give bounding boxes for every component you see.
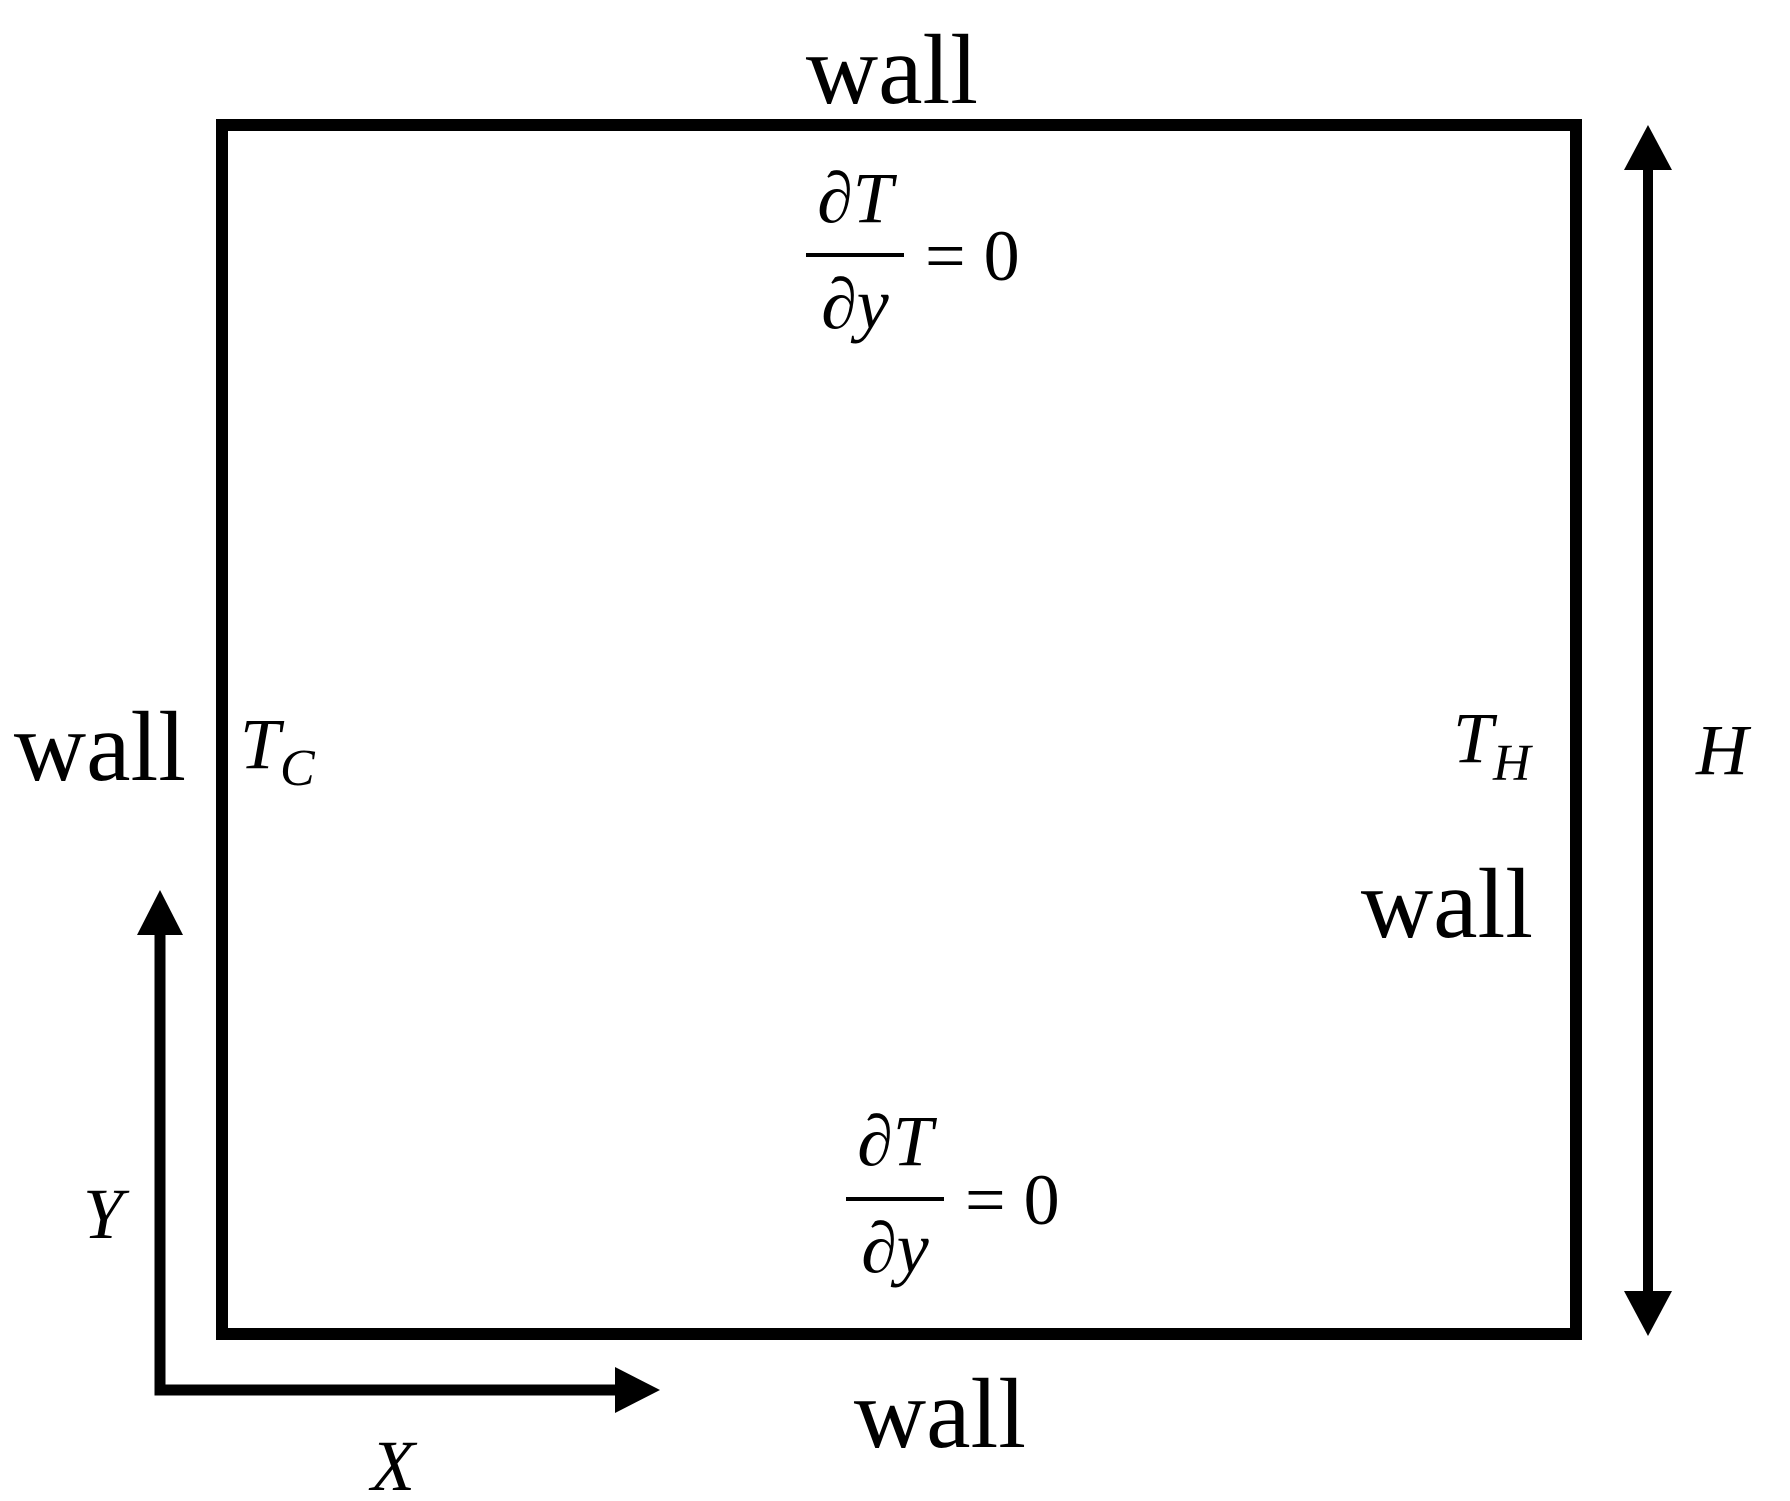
right-wall-label: wall — [1361, 848, 1533, 959]
top-wall-label: wall — [806, 14, 978, 125]
cold-temp-subscript: C — [280, 740, 316, 797]
x-axis-label: X — [368, 1426, 418, 1501]
height-arrow-down-icon — [1624, 1291, 1672, 1336]
bottom-bc-denominator: ∂y — [861, 1208, 929, 1288]
bottom-wall-label: wall — [854, 1358, 1026, 1469]
axes-lines — [154, 928, 620, 1396]
hot-temp-subscript: H — [1492, 735, 1533, 792]
bottom-bc-numerator: ∂T — [857, 1101, 938, 1181]
top-bc-denominator: ∂y — [821, 264, 889, 344]
top-bc-numerator: ∂T — [817, 158, 898, 238]
coordinate-axes: Y X — [83, 890, 660, 1501]
height-arrow-up-icon — [1624, 125, 1672, 170]
y-axis-arrow-icon — [137, 890, 183, 935]
cold-wall-temperature: T C — [240, 704, 316, 797]
x-axis-arrow-icon — [615, 1367, 660, 1413]
left-wall-label: wall — [14, 691, 186, 802]
top-boundary-condition: ∂T ∂y = 0 — [806, 158, 1020, 344]
cold-temp-symbol: T — [240, 704, 285, 784]
hot-wall-temperature: T H — [1453, 698, 1533, 792]
y-axis-label: Y — [83, 1174, 130, 1254]
height-label: H — [1695, 710, 1752, 790]
height-dimension: H — [1624, 125, 1752, 1336]
hot-temp-symbol: T — [1453, 698, 1498, 778]
top-bc-rhs: = 0 — [925, 216, 1020, 296]
bottom-boundary-condition: ∂T ∂y = 0 — [846, 1101, 1060, 1288]
cavity-boundary — [216, 119, 1582, 1340]
bottom-bc-rhs: = 0 — [965, 1160, 1060, 1240]
